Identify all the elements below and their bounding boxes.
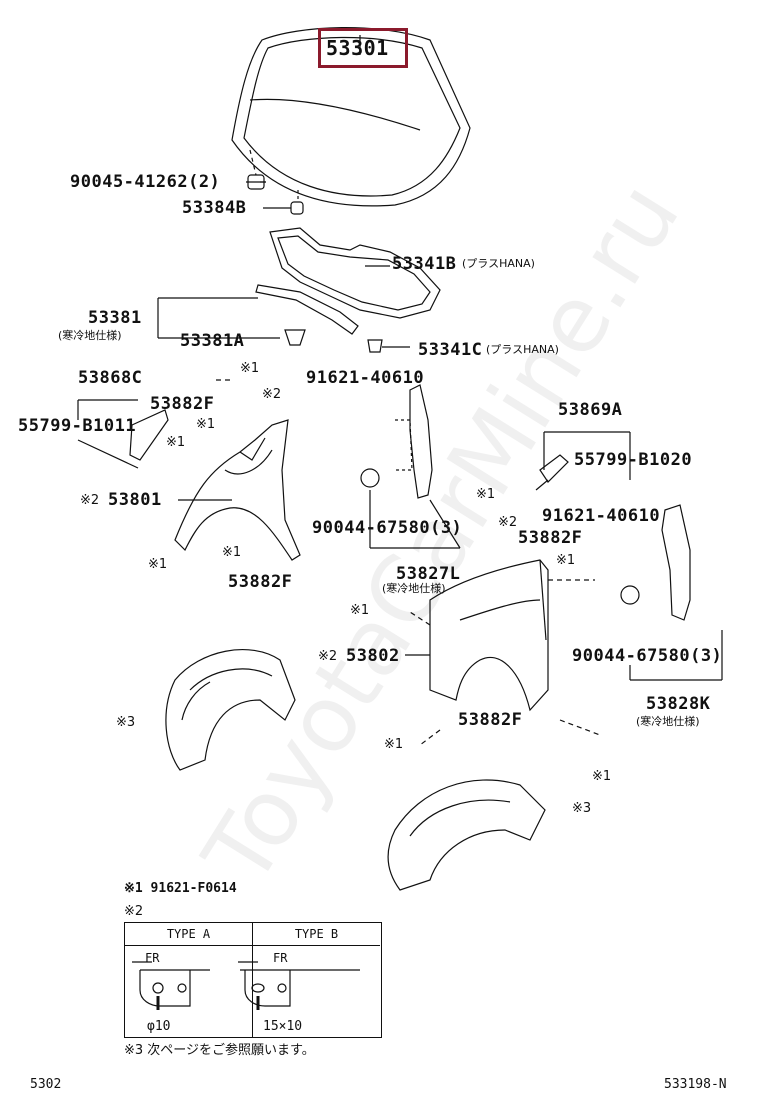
label-53882F-a[interactable]: 53882F <box>150 394 215 414</box>
sublabel-53381: (寒冷地仕様) <box>58 329 122 342</box>
cushion-drawing <box>246 149 304 215</box>
label-53381[interactable]: 53381 <box>88 308 142 328</box>
mark-m1-b: ※1 <box>196 417 216 432</box>
mark-m1-j: ※1 <box>592 769 612 784</box>
sublabel-53341C: (プラスHANA) <box>486 343 559 356</box>
legend-line1: ※1 91621-F0614 <box>124 881 237 896</box>
label-53384B[interactable]: 53384B <box>182 198 247 218</box>
left-fender-drawing <box>77 399 301 561</box>
mark-m1-h: ※1 <box>350 603 370 618</box>
legend-note3: ※3 次ページをご参照願います。 <box>124 1043 315 1058</box>
label-53802[interactable]: 53802 <box>346 646 400 666</box>
hood-seal-drawing <box>269 227 441 319</box>
label-53868C[interactable]: 53868C <box>78 368 143 388</box>
diagram-code: 533198-N <box>664 1077 727 1092</box>
page-number: 5302 <box>30 1077 62 1092</box>
label-53341C[interactable]: 53341C <box>418 340 483 360</box>
label-90044-67580-b[interactable]: 90044-67580(3) <box>572 646 723 666</box>
label-53882F-b[interactable]: 53882F <box>228 572 293 592</box>
right-extension-drawing <box>535 431 631 491</box>
label-91621-40610-a[interactable]: 91621-40610 <box>306 368 425 388</box>
mark-m2-a: ※2 <box>262 387 282 402</box>
right-seal-drawing <box>620 504 723 681</box>
mark-m1-g: ※1 <box>556 553 576 568</box>
sublabel-53341B: (プラスHANA) <box>462 257 535 270</box>
type-table: TYPE A FR φ10 TYPE B FR 15×10 <box>124 922 382 1038</box>
label-55799-B1011[interactable]: 55799-B1011 <box>18 416 137 436</box>
label-53869A[interactable]: 53869A <box>558 400 623 420</box>
mark-m2-53802: ※2 <box>318 649 338 664</box>
leader-lines <box>215 379 601 746</box>
type-b-column: TYPE B FR 15×10 <box>253 923 380 1037</box>
mark-m1-i: ※1 <box>384 737 404 752</box>
type-a-header: TYPE A <box>125 923 252 946</box>
type-b-fr-label: FR <box>273 951 288 965</box>
mark-m1-e: ※1 <box>222 545 242 560</box>
label-53341B[interactable]: 53341B <box>392 254 457 274</box>
label-53828K[interactable]: 53828K <box>646 694 711 714</box>
label-91621-40610-b[interactable]: 91621-40610 <box>542 506 661 526</box>
highlight-frame <box>318 28 408 68</box>
mark-m1-d: ※1 <box>148 557 168 572</box>
mark-m2-53801: ※2 <box>80 493 100 508</box>
type-b-dimension: 15×10 <box>263 1019 303 1034</box>
right-liner-drawing <box>387 779 546 891</box>
label-90045-41262[interactable]: 90045-41262(2) <box>70 172 221 192</box>
mark-m1-a: ※1 <box>240 361 260 376</box>
mark-m2-b: ※2 <box>498 515 518 530</box>
mark-m1-f: ※1 <box>476 487 496 502</box>
sublabel-53827L: (寒冷地仕様) <box>382 582 446 595</box>
hood-rail-drawing <box>157 284 410 353</box>
mark-m3-right-liner: ※3 <box>572 801 592 816</box>
type-a-dimension: φ10 <box>147 1019 171 1034</box>
type-a-fr-label: FR <box>145 951 160 965</box>
mark-m3-left-liner: ※3 <box>116 715 136 730</box>
left-liner-drawing <box>165 649 296 771</box>
label-53827L[interactable]: 53827L <box>396 564 461 584</box>
label-53381A[interactable]: 53381A <box>180 331 245 351</box>
mark-m1-c: ※1 <box>166 435 186 450</box>
label-55799-B1020[interactable]: 55799-B1020 <box>574 450 693 470</box>
type-a-column: TYPE A FR φ10 <box>125 923 253 1037</box>
label-90044-67580-a[interactable]: 90044-67580(3) <box>312 518 463 538</box>
type-b-header: TYPE B <box>253 923 380 946</box>
legend-line2: ※2 <box>124 904 144 919</box>
left-seal-drawing <box>360 384 461 549</box>
label-53801[interactable]: 53801 <box>108 490 162 510</box>
sublabel-53828K: (寒冷地仕様) <box>636 715 700 728</box>
label-53882F-c[interactable]: 53882F <box>518 528 583 548</box>
label-53301[interactable]: 53301 <box>326 36 389 60</box>
right-fender-drawing <box>405 559 549 712</box>
label-53882F-d[interactable]: 53882F <box>458 710 523 730</box>
